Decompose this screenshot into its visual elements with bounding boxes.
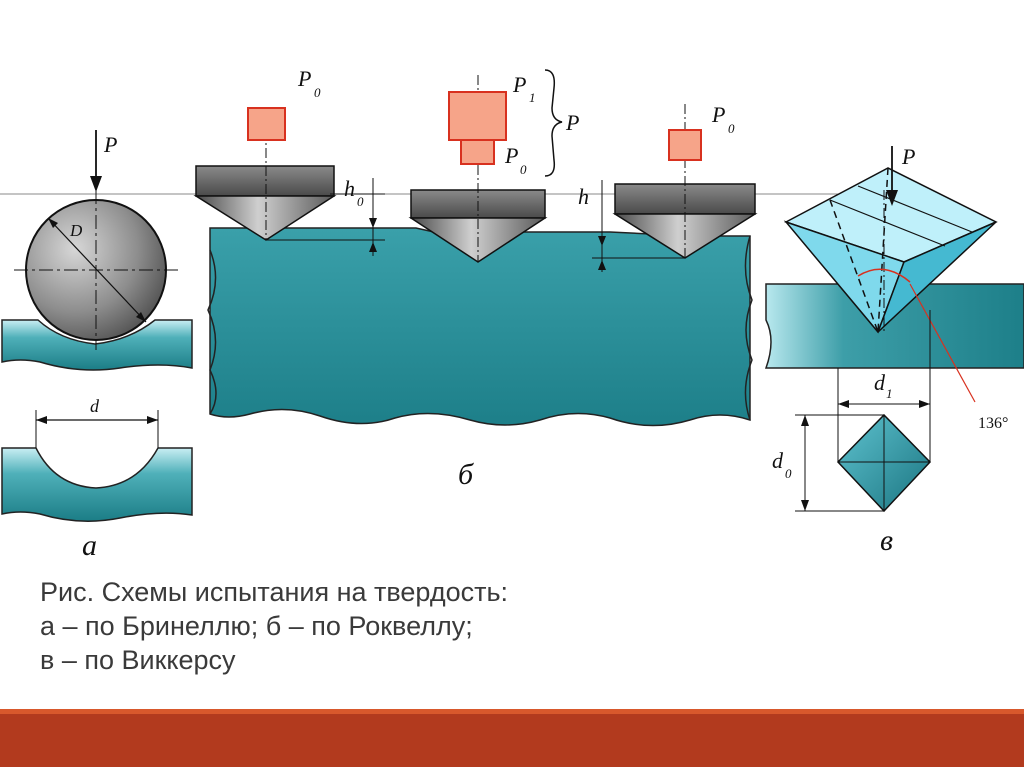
- rockwell-specimen-wave-r: [744, 235, 753, 421]
- label-P0-2: P: [504, 143, 518, 168]
- label-v: в: [880, 524, 893, 557]
- label-P0-2-sub: 0: [520, 162, 527, 177]
- diam-arrow-2: [136, 312, 146, 322]
- footer-band: [0, 709, 1024, 767]
- label-D: D: [69, 221, 83, 240]
- force-arrowhead-a: [90, 176, 102, 192]
- label-P0-3: P: [711, 102, 725, 127]
- label-h0-sub: 0: [357, 194, 364, 209]
- label-b: б: [458, 458, 474, 491]
- label-136: 136°: [978, 415, 1008, 432]
- footer-accent-line: [0, 709, 1024, 714]
- label-P0-1: P: [297, 66, 311, 91]
- label-P0-1-sub: 0: [314, 85, 321, 100]
- pyramid-band-2: [857, 185, 973, 233]
- pyramid-face-right: [877, 221, 997, 333]
- brinell-specimen: [1, 319, 193, 371]
- label-d0: d: [772, 448, 784, 473]
- label-P0-3-sub: 0: [728, 121, 735, 136]
- label-P-v: P: [901, 144, 915, 169]
- label-P-a: P: [103, 132, 117, 157]
- weight-P0-3: [668, 129, 702, 161]
- h0-arrow-2: [369, 242, 377, 252]
- label-h: h: [578, 184, 589, 209]
- indenter-1-cone: [193, 195, 337, 241]
- force-arrowhead-v: [886, 190, 898, 206]
- brinell-indentation: [1, 447, 193, 522]
- caption-line-2: а – по Бринеллю; б – по Роквеллу;: [40, 611, 473, 641]
- diam-arrow-1: [48, 218, 58, 228]
- label-P1-sub: 1: [529, 90, 536, 105]
- h0-arrow-1: [369, 218, 377, 228]
- label-P-b: P: [565, 110, 579, 135]
- weight-P0-2: [460, 139, 495, 165]
- label-d1: d: [874, 370, 886, 395]
- label-h0: h: [344, 176, 355, 201]
- imprint-arrow-1: [36, 416, 47, 424]
- rockwell-scheme: P 0 h 0 P 1 P 0 P P 0 h б: [193, 66, 758, 491]
- rockwell-specimen: [209, 227, 751, 427]
- imprint-arrow-2: [147, 416, 158, 424]
- caption-line-1: Рис. Схемы испытания на твердость:: [40, 577, 509, 607]
- label-a: а: [82, 529, 97, 562]
- pyramid-hidden-1: [877, 167, 889, 333]
- label-d: d: [90, 396, 100, 416]
- rockwell-specimen-wave: [207, 249, 217, 415]
- weight-P0-1: [247, 107, 286, 141]
- label-P1: P: [512, 72, 526, 97]
- weight-P1: [448, 91, 507, 141]
- label-d0-sub: 0: [785, 466, 792, 481]
- d0-arrow-1: [801, 415, 809, 426]
- ball-diameter-line: [47, 217, 147, 323]
- indenter-1-head: [195, 165, 335, 197]
- d1-arrow-1: [838, 400, 849, 408]
- brinell-scheme: D P d а: [1, 130, 193, 562]
- h-arrow-1: [598, 236, 606, 246]
- d1-arrow-2: [919, 400, 930, 408]
- d0-arrow-2: [801, 500, 809, 511]
- brace: [544, 69, 563, 177]
- vickers-scheme: 136° P d 1 d 0 в: [764, 144, 1024, 557]
- caption-line-3: в – по Виккерсу: [40, 645, 236, 675]
- label-d1-sub: 1: [886, 386, 893, 401]
- angle-arc: [857, 268, 911, 283]
- h-arrow-2: [598, 260, 606, 270]
- angle-leader: [909, 283, 976, 403]
- pyramid-band-1: [829, 199, 946, 247]
- figure-caption: Рис. Схемы испытания на твердость: а – п…: [40, 575, 740, 677]
